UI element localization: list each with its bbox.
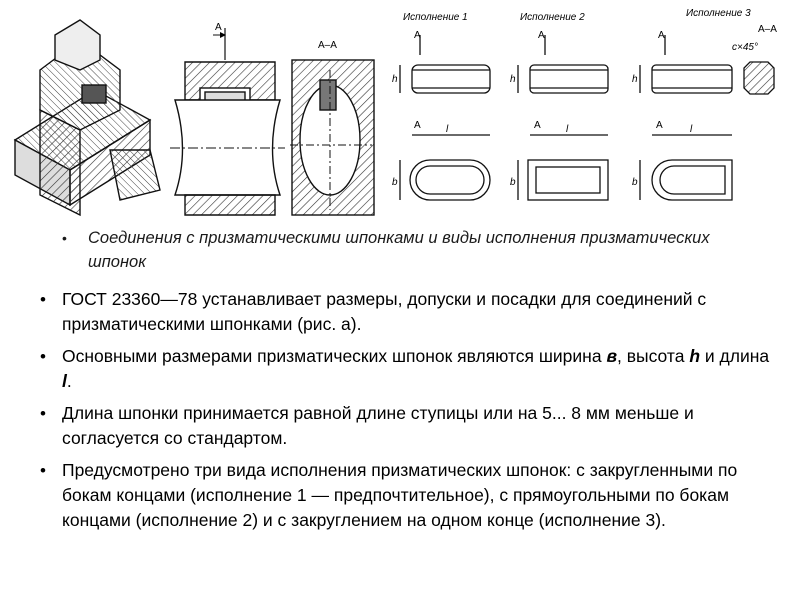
figure-caption: • Соединения с призматическими шпонками … (62, 226, 772, 274)
list-item-key-length: Длина шпонки принимается равной длине ст… (40, 401, 780, 451)
list-item-main-dimensions: Основными размерами призматических шпоно… (40, 344, 780, 394)
bullet-list: ГОСТ 23360—78 устанавливает размеры, доп… (40, 287, 780, 540)
svg-text:b: b (392, 177, 398, 188)
svg-text:А: А (658, 30, 665, 41)
cross-section-aa: А–А (290, 40, 375, 216)
key-variant-1: Исполнение 1 А h l А b (392, 12, 491, 201)
svg-text:b: b (510, 177, 516, 188)
isometric-assembly-sketch (13, 19, 161, 217)
svg-text:l: l (566, 124, 569, 135)
view-arrow-label: А (215, 22, 222, 33)
svg-text:h: h (510, 74, 516, 85)
caption-bullet: • (62, 230, 67, 246)
svg-text:А: А (538, 30, 545, 41)
section-label: А–А (318, 40, 337, 51)
key-variant-2: Исполнение 2 А h l А b (510, 12, 609, 201)
chamfer-label: c×45° (732, 42, 758, 53)
svg-text:l: l (690, 124, 693, 135)
key-variant-3: Исполнение 3 А h l А b А–А c×45° (632, 8, 777, 201)
variant2-label: Исполнение 2 (520, 12, 585, 23)
list-item-gost: ГОСТ 23360—78 устанавливает размеры, доп… (40, 287, 780, 337)
key-joint-figure: А А–А Исполнение 1 А h l А b Исполнение … (0, 0, 800, 222)
svg-text:А–А: А–А (758, 24, 777, 35)
longitudinal-section: А (170, 22, 285, 216)
svg-text:b: b (632, 177, 638, 188)
variant3-label: Исполнение 3 (686, 8, 751, 19)
variant1-label: Исполнение 1 (403, 12, 468, 23)
svg-text:А: А (414, 30, 421, 41)
svg-text:h: h (632, 74, 638, 85)
list-item-variants: Предусмотрено три вида исполнения призма… (40, 458, 780, 533)
svg-text:А: А (414, 120, 421, 131)
svg-text:А: А (534, 120, 541, 131)
svg-text:h: h (392, 74, 398, 85)
technical-drawing: А А–А Исполнение 1 А h l А b Исполнение … (13, 8, 777, 217)
caption-text: Соединения с призматическими шпонками и … (88, 229, 710, 271)
svg-text:l: l (446, 124, 449, 135)
svg-text:А: А (656, 120, 663, 131)
